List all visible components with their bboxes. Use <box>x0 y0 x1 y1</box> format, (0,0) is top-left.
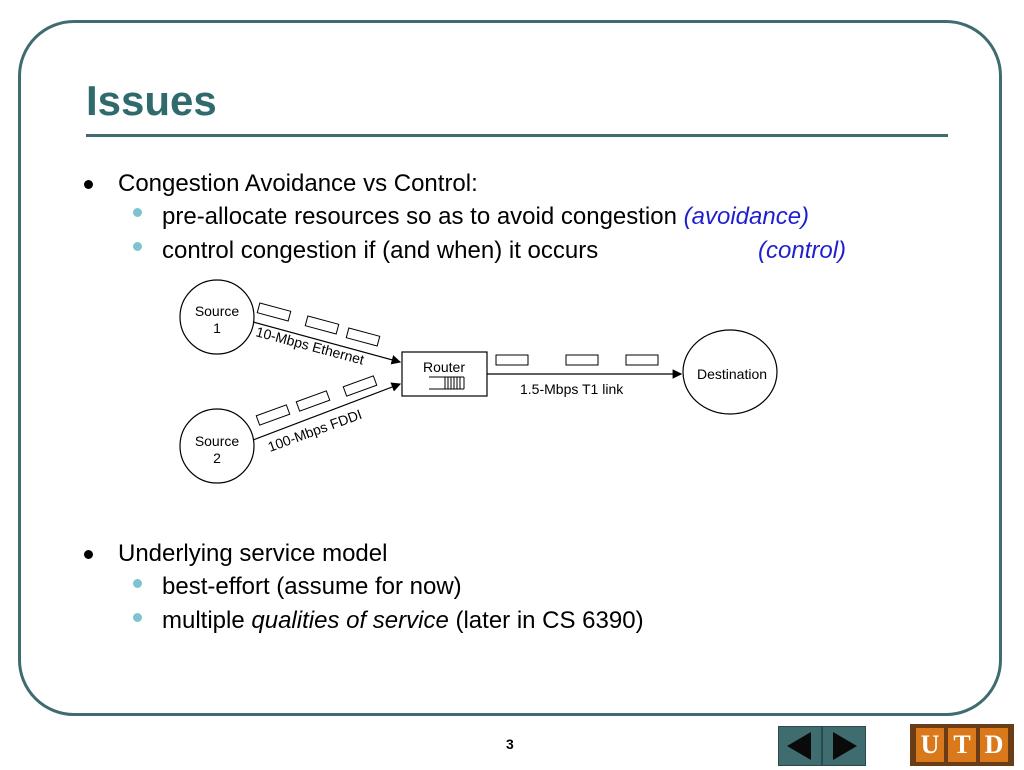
packet <box>342 375 378 397</box>
source2-node <box>179 408 255 484</box>
packet <box>625 354 659 366</box>
ethernet-packets <box>256 302 381 347</box>
sub-bullet-text: pre-allocate resources so as to avoid co… <box>162 203 684 230</box>
qos-italic: qualities of service <box>251 607 449 634</box>
control-tag: (control) <box>758 237 847 264</box>
sub-bullet-item: best-effort (assume for now) <box>162 573 462 600</box>
source1-number: 1 <box>213 320 221 336</box>
sub-bullet-item: multiple qualities of service (later in … <box>162 609 644 633</box>
previous-slide-button[interactable] <box>778 726 822 766</box>
source2-number: 2 <box>213 450 221 466</box>
destination-node <box>682 329 778 415</box>
router-label: Router <box>423 359 465 375</box>
fddi-packets <box>255 375 378 426</box>
triangle-right-icon <box>833 732 857 760</box>
triangle-left-icon <box>787 732 811 760</box>
t1-packets <box>495 354 659 366</box>
fddi-link <box>252 382 402 441</box>
bullet-dot <box>84 550 93 559</box>
source2-label: Source <box>195 433 240 449</box>
logo-letter: D <box>980 728 1008 762</box>
packet <box>256 302 292 322</box>
sub-bullet-dot <box>133 208 142 217</box>
sub-bullet-dot <box>133 613 142 622</box>
logo-letter: T <box>948 728 976 762</box>
packet <box>495 354 529 366</box>
destination-label: Destination <box>697 366 767 382</box>
sub-bullet-text: (later in CS 6390) <box>448 607 644 634</box>
router-queue-icon <box>429 376 465 390</box>
packet <box>304 315 340 335</box>
slide-frame <box>18 20 1002 716</box>
bullet-item: Underlying service model <box>118 540 388 567</box>
utd-logo: U T D <box>910 724 1014 766</box>
sub-bullet-item: control congestion if (and when) it occu… <box>162 237 599 264</box>
logo-letter: U <box>916 728 944 762</box>
slide-title: Issues <box>86 77 217 124</box>
next-slide-button[interactable] <box>822 726 866 766</box>
avoidance-tag: (avoidance) <box>683 203 810 230</box>
packet <box>565 354 599 366</box>
packet <box>255 404 291 426</box>
bullet-item: Congestion Avoidance vs Control: <box>118 170 478 197</box>
packet <box>295 390 331 412</box>
sub-bullet-dot <box>133 579 142 588</box>
sub-bullet-dot <box>133 242 142 251</box>
title-underline <box>86 134 948 137</box>
bullet-dot <box>84 180 93 189</box>
sub-bullet-text: multiple <box>162 607 252 634</box>
t1-link-label: 1.5-Mbps T1 link <box>520 381 624 397</box>
source1-label: Source <box>195 303 240 319</box>
source1-node <box>179 279 255 355</box>
ethernet-link <box>252 321 402 365</box>
packet <box>345 327 381 347</box>
sub-bullet-item: pre-allocate resources so as to avoid co… <box>162 205 809 229</box>
page-number: 3 <box>506 736 514 752</box>
